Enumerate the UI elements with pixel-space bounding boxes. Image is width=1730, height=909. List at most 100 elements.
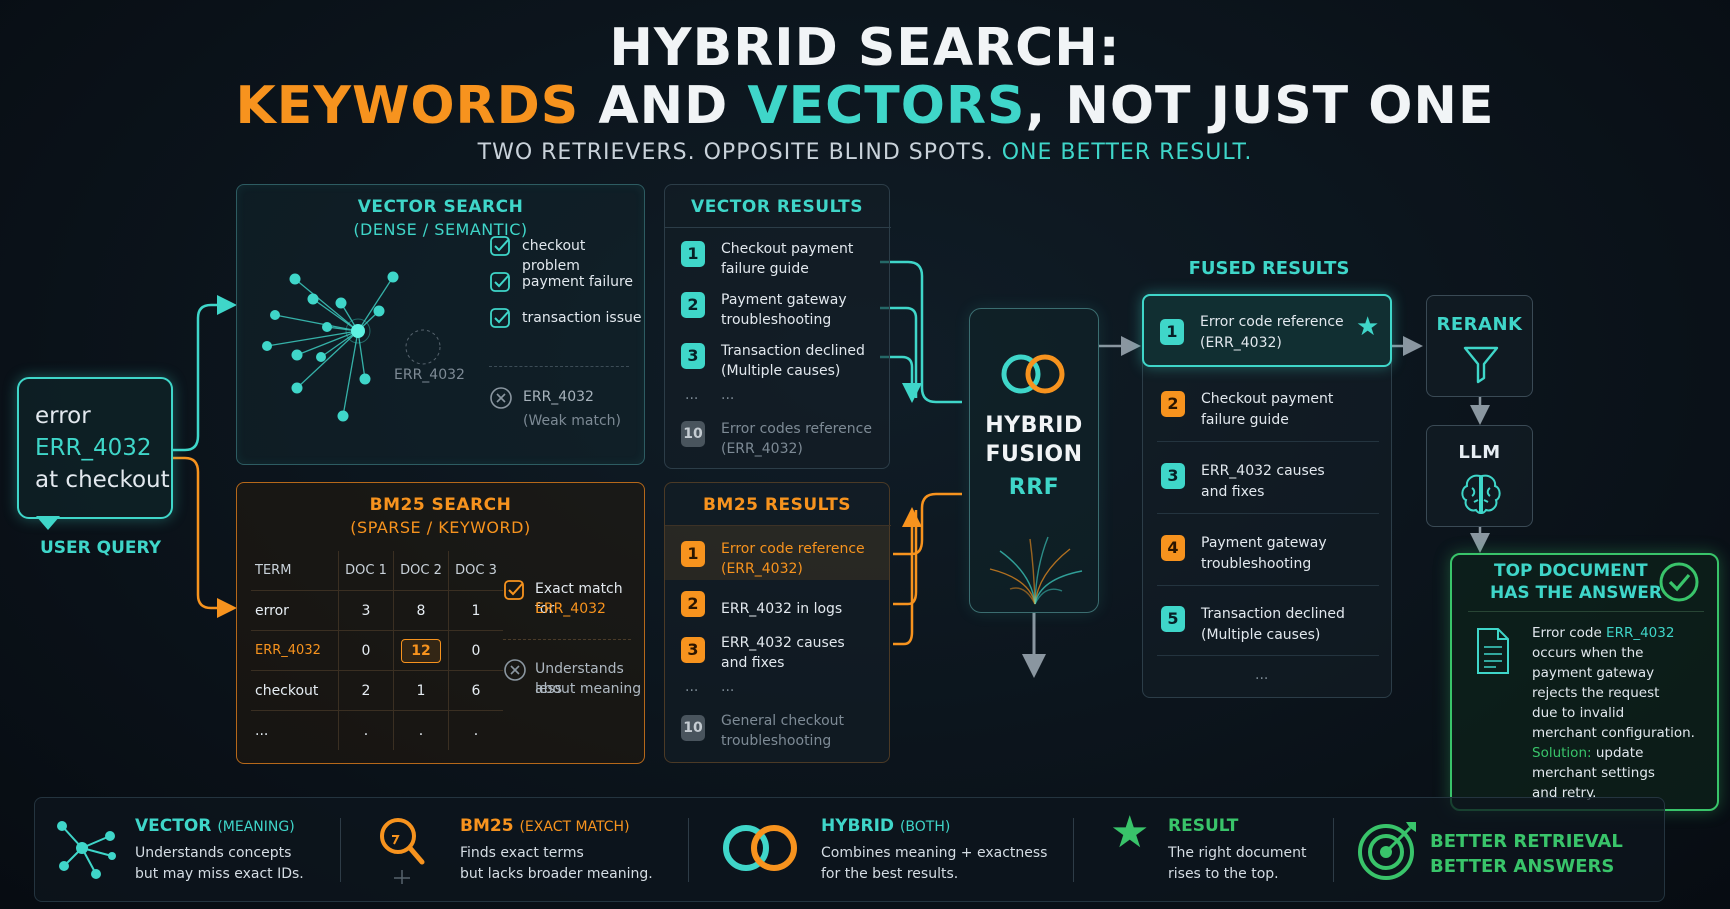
top-doc-solution-label: Solution: <box>1532 745 1592 761</box>
fused-result-1-line1: Error code reference <box>1200 314 1344 330</box>
legend-result-line2: rises to the top. <box>1168 866 1279 882</box>
bm25-result-1-line2: (ERR_4032) <box>721 561 803 577</box>
rank-badge: 3 <box>681 343 705 369</box>
bm25-divider <box>503 639 631 640</box>
bm25-cell-highlight: 12 <box>393 630 449 671</box>
top-doc-line5: due to invalid <box>1532 705 1625 721</box>
vector-match-2: payment failure <box>522 274 634 290</box>
check-icon <box>504 580 524 600</box>
vector-weak-note: (Weak match) <box>523 413 621 429</box>
bm25-search-subtitle: (SPARSE / KEYWORD) <box>350 518 531 537</box>
bm25-cell: 2 <box>338 670 394 711</box>
hybrid-rings-icon <box>723 825 797 871</box>
vector-match-3: transaction issue <box>522 310 642 326</box>
bm25-results-ellipsis-2: ... <box>721 679 735 695</box>
title-and: AND <box>579 76 748 136</box>
bm25-results-title: BM25 RESULTS <box>702 495 852 515</box>
top-document-panel: TOP DOCUMENT HAS THE ANSWER Error code E… <box>1450 553 1719 811</box>
query-line1: error <box>35 403 91 429</box>
vector-results-ellipsis-2: ... <box>721 387 735 403</box>
x-circle-icon <box>504 659 526 681</box>
bm25-cell: 3 <box>338 590 394 631</box>
top-doc-line7b: update <box>1591 745 1644 761</box>
bm25-highlight-value: 12 <box>401 638 441 663</box>
vector-center-node <box>351 324 365 338</box>
check-icon <box>490 236 510 256</box>
fused-results-ellipsis: ... <box>1255 667 1269 683</box>
legend-vector-tag: (MEANING) <box>217 819 295 835</box>
legend-hybrid-name: HYBRID <box>821 816 895 836</box>
top-doc-line1: Error code ERR_4032 <box>1532 623 1674 643</box>
top-doc-line1a: Error code <box>1532 625 1607 641</box>
check-icon <box>490 272 510 292</box>
fused-result-2-line2: failure guide <box>1201 412 1289 428</box>
vector-result-3-line2: (Multiple causes) <box>721 363 841 379</box>
fused-results-title: FUSED RESULTS <box>1188 258 1350 279</box>
target-icon <box>1358 822 1416 880</box>
bm25-header-doc1: DOC 1 <box>338 551 394 591</box>
legend-hybrid-line1: Combines meaning + exactness <box>821 845 1048 861</box>
legend-vector-line2: but may miss exact IDs. <box>135 866 304 882</box>
legend-bm25-name: BM25 <box>460 816 514 836</box>
rank-badge: 10 <box>681 715 705 741</box>
check-circle-icon <box>1659 562 1699 602</box>
vector-result-1-line1: Checkout payment <box>721 241 854 257</box>
legend-bar <box>34 797 1665 902</box>
vector-weak-label: ERR_4032 <box>523 389 594 405</box>
fused-result-4-line1: Payment gateway <box>1201 535 1327 551</box>
vector-result-1-line2: failure guide <box>721 261 809 277</box>
user-query-bubble: error ERR_4032 at checkout <box>17 377 173 519</box>
vector-result-3-line1: Transaction declined <box>721 343 865 359</box>
bm25-term: ERR_4032 <box>251 630 339 671</box>
top-document-divider <box>1468 611 1704 612</box>
bm25-cell: . <box>338 710 394 750</box>
user-query-label: USER QUERY <box>40 538 162 558</box>
legend-bm25-line1: Finds exact terms <box>460 845 584 861</box>
vector-result-2-line1: Payment gateway <box>721 292 847 308</box>
bm25-cell: 0 <box>448 630 503 671</box>
rerank-label: RERANK <box>1436 314 1523 335</box>
bm25-cell: 8 <box>393 590 449 631</box>
legend-result-line1: The right document <box>1168 845 1307 861</box>
top-doc-line4: rejects the request <box>1532 685 1660 701</box>
legend-hybrid-tag: (BOTH) <box>899 819 951 835</box>
top-doc-line3: payment gateway <box>1532 665 1655 681</box>
vector-divider <box>489 366 629 367</box>
legend-vector-title: VECTOR (MEANING) <box>135 816 295 836</box>
outlier-node <box>405 329 441 365</box>
subtitle-accent: ONE BETTER RESULT. <box>1001 140 1253 165</box>
rank-badge: 3 <box>681 637 705 663</box>
bm25-header-doc3: DOC 3 <box>448 551 503 591</box>
title-line1: HYBRID SEARCH: <box>609 18 1121 78</box>
top-doc-line1b: ERR_4032 <box>1606 625 1675 641</box>
query-to-bm25-connector <box>172 456 237 618</box>
top-doc-line7: Solution: update <box>1532 743 1643 763</box>
bm25-results-connector <box>893 492 962 646</box>
vector-results-ellipsis: ... <box>685 387 699 403</box>
legend-result-title: RESULT <box>1168 816 1239 836</box>
divider <box>1157 513 1379 514</box>
title-rest: , NOT JUST ONE <box>1025 76 1495 136</box>
legend-separator <box>1073 818 1074 882</box>
bm25-result-3-line1: ERR_4032 causes <box>721 635 845 651</box>
query-line3: at checkout <box>35 467 170 493</box>
bm25-result-10-line1: General checkout <box>721 713 845 729</box>
divider <box>1157 441 1379 442</box>
legend-hybrid-title: HYBRID (BOTH) <box>821 816 950 836</box>
bm25-results-ellipsis: ... <box>685 679 699 695</box>
rank-badge: 2 <box>681 591 705 617</box>
rank-badge: 4 <box>1161 535 1185 561</box>
document-icon <box>1477 628 1509 674</box>
vector-search-title: VECTOR SEARCH <box>357 197 524 217</box>
query-bubble-tail <box>36 516 60 530</box>
legend-vector-line1: Understands concepts <box>135 845 292 861</box>
rerank-box: RERANK <box>1426 295 1533 397</box>
rank-badge: 1 <box>681 241 705 267</box>
bm25-less-label: Understands less <box>535 661 624 697</box>
hybrid-fusion-panel: HYBRID FUSION RRF <box>969 308 1099 613</box>
bm25-result-3-line2: and fixes <box>721 655 785 671</box>
bm25-search-panel: BM25 SEARCH (SPARSE / KEYWORD) TERM DOC … <box>236 482 645 764</box>
table-row: ... . . . <box>251 710 503 750</box>
title-vectors: VECTORS <box>747 76 1026 136</box>
top-doc-line8: merchant settings <box>1532 765 1655 781</box>
